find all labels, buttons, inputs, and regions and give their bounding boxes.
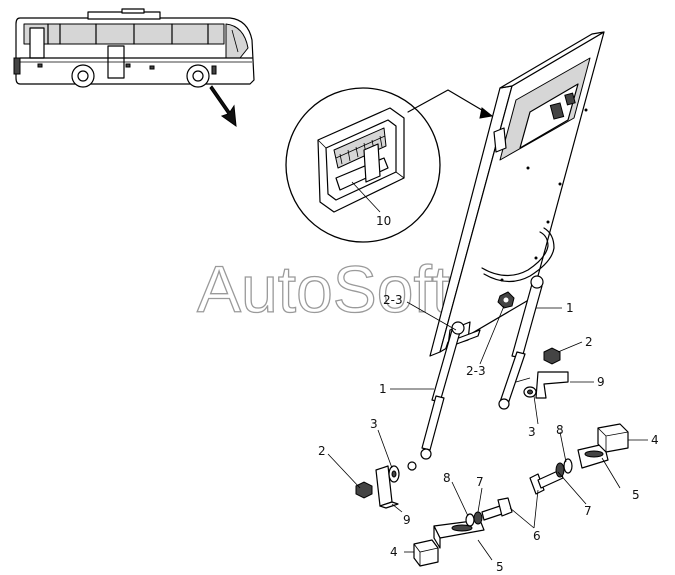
callout-8-right: 8 — [556, 423, 564, 437]
callout-4-bottom: 4 — [390, 545, 398, 559]
callout-6: 6 — [533, 529, 541, 543]
callout-9-right: 9 — [597, 375, 605, 389]
callout-2-3-lower: 2-3 — [466, 364, 486, 378]
callout-5-bottom: 5 — [496, 560, 504, 574]
hardware-right-upper — [523, 347, 569, 399]
callout-3-left: 3 — [370, 417, 378, 431]
detail-arrow-head — [479, 107, 494, 119]
detail-circle-latch: 10 — [285, 87, 441, 243]
callout-labels: 2-3 2-3 1 1 2 9 3 3 2 9 8 7 6 4 5 8 7 4 … — [318, 293, 659, 574]
callout-2-right: 2 — [585, 335, 593, 349]
callout-1-left: 1 — [379, 382, 387, 396]
hardware-right-lower — [529, 423, 629, 495]
callout-8-bottom: 8 — [443, 471, 451, 485]
callout-7-bottom: 7 — [476, 475, 484, 489]
callout-7-right: 7 — [584, 504, 592, 518]
detail-arrow — [407, 89, 493, 117]
callout-5-right: 5 — [632, 488, 640, 502]
gas-strut-right — [498, 275, 544, 410]
callout-4-right: 4 — [651, 433, 659, 447]
watermark-text: AutoSoft — [197, 252, 450, 326]
callout-2-left: 2 — [318, 444, 326, 458]
bus-overview — [13, 8, 255, 128]
hardware-bottom-center — [413, 497, 513, 567]
callout-10: 10 — [376, 214, 391, 228]
callout-3-right: 3 — [528, 425, 536, 439]
gas-strut-left — [420, 321, 465, 460]
leader-lines — [327, 301, 648, 561]
callout-9-left: 9 — [403, 513, 411, 527]
callout-2-3-upper: 2-3 — [383, 293, 403, 307]
hardware-left — [355, 461, 417, 509]
service-panel — [429, 31, 605, 357]
callout-1-right: 1 — [566, 301, 574, 315]
nut-2-3 — [497, 291, 515, 309]
